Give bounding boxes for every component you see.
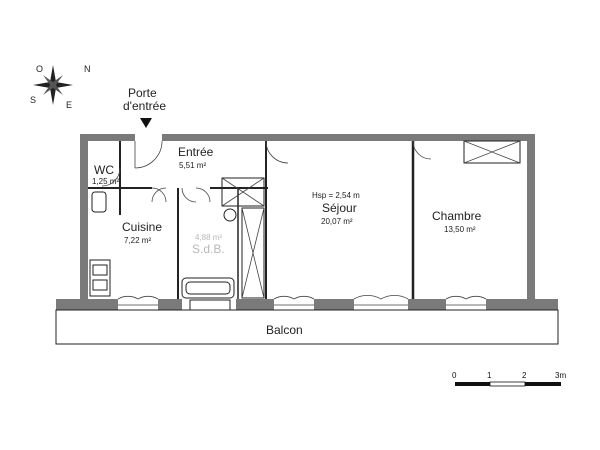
scale-label-0: 0 bbox=[452, 371, 457, 380]
interior-doors bbox=[101, 140, 432, 203]
room-chambre-area: 13,50 m² bbox=[444, 225, 476, 234]
room-sejour-name: Séjour bbox=[322, 201, 357, 215]
scale-label-2: 2 bbox=[522, 371, 527, 380]
scale-bar: 0 1 2 3m bbox=[452, 371, 566, 387]
closets bbox=[221, 140, 521, 299]
room-chambre-name: Chambre bbox=[432, 209, 482, 223]
compass-e-label: E bbox=[66, 100, 72, 110]
entry-door bbox=[134, 140, 163, 169]
room-sejour-area: 20,07 m² bbox=[321, 217, 353, 226]
entry-label-line1: Porte bbox=[128, 86, 157, 100]
toilet-icon bbox=[91, 191, 107, 213]
room-wc-area: 1,25 m² bbox=[92, 177, 119, 186]
room-cuisine-area: 7,22 m² bbox=[124, 236, 151, 245]
room-wc-name: WC bbox=[94, 163, 114, 177]
room-balcon-name: Balcon bbox=[266, 323, 303, 337]
compass-n-label: N bbox=[84, 64, 91, 74]
scale-label-1: 1 bbox=[487, 371, 492, 380]
sink-icon bbox=[223, 208, 237, 222]
room-sdb-area: 4,88 m² bbox=[195, 233, 222, 242]
bathtub-icon bbox=[181, 277, 235, 299]
balcony-windows bbox=[117, 295, 487, 311]
fixtures bbox=[89, 191, 237, 299]
room-entree-area: 5,51 m² bbox=[179, 161, 206, 170]
compass-o-label: O bbox=[36, 64, 43, 74]
room-entree-name: Entrée bbox=[178, 145, 214, 159]
room-cuisine-name: Cuisine bbox=[122, 220, 162, 234]
balcony-area bbox=[55, 309, 559, 345]
outer-walls bbox=[56, 134, 558, 310]
entry-label-line2: d'entrée bbox=[123, 99, 166, 113]
compass-rose-icon: N E S O bbox=[30, 64, 91, 110]
room-sdb-name: S.d.B. bbox=[192, 242, 225, 256]
room-sejour-hsp: Hsp = 2,54 m bbox=[312, 191, 360, 200]
entry-arrow-icon bbox=[140, 118, 152, 128]
scale-label-3: 3m bbox=[555, 371, 566, 380]
kitchen-counter-icon bbox=[89, 259, 111, 297]
compass-s-label: S bbox=[30, 95, 36, 105]
